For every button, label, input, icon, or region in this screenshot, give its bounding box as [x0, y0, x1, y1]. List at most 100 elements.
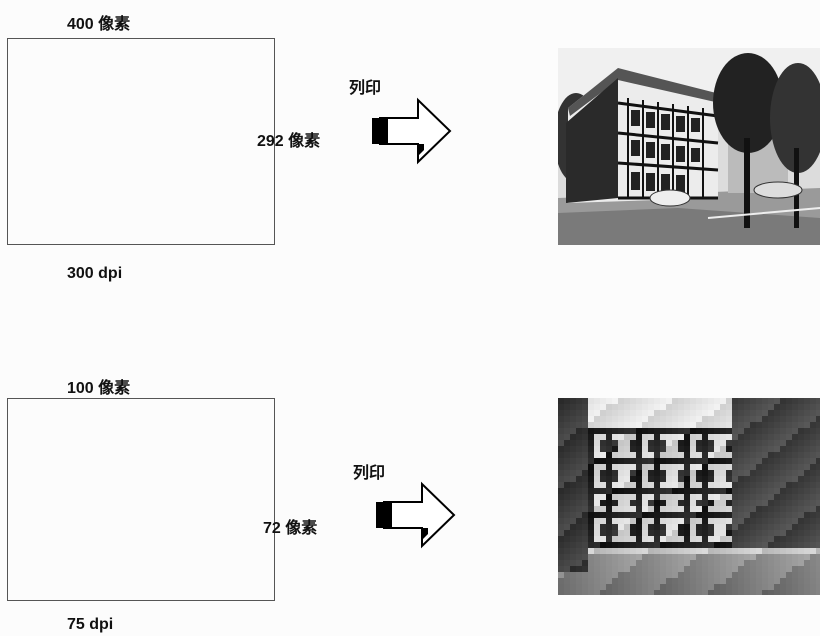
photo-pixel: [696, 590, 702, 595]
photo-pixel: [714, 560, 720, 566]
photo-pixel: [786, 452, 792, 458]
photo-pixel: [570, 488, 576, 494]
photo-pixel: [756, 434, 762, 440]
photo-pixel: [684, 536, 690, 542]
photo-pixel: [690, 554, 696, 560]
photo-pixel: [690, 476, 696, 482]
photo-pixel: [774, 452, 780, 458]
photo-pixel: [792, 494, 798, 500]
photo-pixel: [558, 440, 564, 446]
photo-pixel: [678, 464, 684, 470]
photo-pixel: [660, 578, 666, 584]
photo-pixel: [558, 548, 564, 554]
photo-pixel: [696, 494, 702, 500]
photo-pixel: [660, 488, 666, 494]
photo-pixel: [810, 524, 816, 530]
photo-pixel: [606, 548, 612, 554]
photo-pixel: [666, 416, 672, 422]
photo-pixel: [648, 422, 654, 428]
photo-pixel: [762, 458, 768, 464]
photo-pixel: [624, 440, 630, 446]
photo-pixel: [690, 518, 696, 524]
photo-pixel: [678, 524, 684, 530]
photo-pixel: [780, 488, 786, 494]
photo-pixel: [690, 500, 696, 506]
photo-pixel: [576, 422, 582, 428]
photo-pixel: [732, 410, 738, 416]
photo-pixel: [618, 548, 624, 554]
photo-pixel: [678, 554, 684, 560]
photo-pixel: [798, 554, 804, 560]
photo-pixel: [594, 572, 600, 578]
photo-pixel: [600, 404, 606, 410]
photo-pixel: [768, 428, 774, 434]
photo-pixel: [780, 500, 786, 506]
photo-pixel: [720, 584, 726, 590]
photo-pixel: [630, 590, 636, 595]
photo-pixel: [732, 542, 738, 548]
photo-pixel: [564, 404, 570, 410]
photo-pixel: [576, 488, 582, 494]
photo-pixel: [732, 440, 738, 446]
photo-pixel: [678, 578, 684, 584]
photo-pixel: [714, 566, 720, 572]
photo-pixel: [792, 590, 798, 595]
photo-pixel: [720, 398, 726, 404]
photo-pixel: [714, 470, 720, 476]
photo-pixel: [786, 446, 792, 452]
photo-pixel: [798, 512, 804, 518]
photo-pixel: [630, 440, 636, 446]
photo-pixel: [762, 512, 768, 518]
photo-pixel: [684, 482, 690, 488]
photo-pixel: [648, 536, 654, 542]
photo-pixel: [726, 482, 732, 488]
photo-pixel: [696, 446, 702, 452]
photo-pixel: [702, 578, 708, 584]
photo-pixel: [636, 428, 642, 434]
photo-pixel: [576, 512, 582, 518]
photo-pixel: [756, 512, 762, 518]
photo-pixel: [732, 554, 738, 560]
photo-pixel: [684, 446, 690, 452]
photo-pixel: [714, 458, 720, 464]
photo-pixel: [708, 488, 714, 494]
photo-pixel: [780, 416, 786, 422]
photo-pixel: [798, 590, 804, 595]
photo-pixel: [762, 398, 768, 404]
photo-pixel: [606, 578, 612, 584]
photo-pixel: [720, 524, 726, 530]
photo-pixel: [594, 500, 600, 506]
photo-pixel: [618, 500, 624, 506]
photo-pixel: [744, 488, 750, 494]
photo-pixel: [726, 584, 732, 590]
photo-pixel: [750, 542, 756, 548]
photo-pixel: [780, 584, 786, 590]
photo-pixel: [624, 536, 630, 542]
photo-pixel: [786, 428, 792, 434]
photo-pixel: [594, 434, 600, 440]
photo-pixel: [588, 476, 594, 482]
photo-pixel: [690, 536, 696, 542]
photo-pixel: [750, 422, 756, 428]
photo-pixel: [618, 464, 624, 470]
photo-pixel: [582, 434, 588, 440]
photo-pixel: [600, 422, 606, 428]
photo-pixel: [696, 404, 702, 410]
photo-pixel: [558, 572, 564, 578]
photo-pixel: [756, 506, 762, 512]
photo-pixel: [774, 404, 780, 410]
photo-pixel: [576, 500, 582, 506]
photo-pixel: [768, 488, 774, 494]
photo-pixel: [690, 416, 696, 422]
photo-pixel: [582, 542, 588, 548]
photo-pixel: [810, 566, 816, 572]
photo-pixel: [738, 404, 744, 410]
photo-pixel: [666, 554, 672, 560]
photo-pixel: [702, 506, 708, 512]
photo-pixel: [684, 542, 690, 548]
photo-pixel: [624, 446, 630, 452]
photo-pixel: [576, 482, 582, 488]
photo-pixel: [738, 422, 744, 428]
photo-pixel: [594, 440, 600, 446]
photo-pixel: [702, 422, 708, 428]
